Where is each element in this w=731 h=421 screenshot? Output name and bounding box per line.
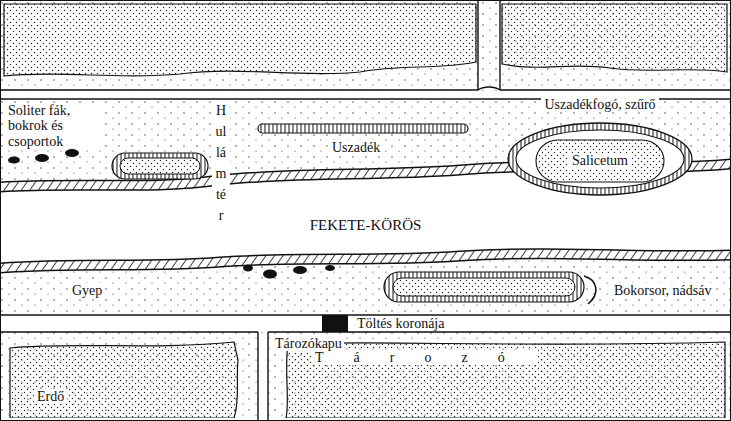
feature-label: Töltés koronája — [355, 316, 446, 331]
tree-note: Soliter fák, bokrok és csoportok — [6, 103, 102, 149]
zone-name: Hullámtér — [212, 100, 230, 226]
forest-area-outline — [8, 340, 244, 418]
filter-ring: Uszadékfogó, szűrőSalicetum — [500, 101, 700, 197]
solitary-trees — [8, 149, 335, 279]
feature-label: Tározókapu — [273, 336, 344, 351]
area-label: Erdő — [34, 389, 67, 404]
reservoir-area: Tározó — [282, 340, 727, 418]
area-label: Uszadékfogó, szűrő — [541, 97, 658, 112]
feature-label: Bokorsor, nádsáv — [612, 283, 713, 298]
feature-label: Gyep — [70, 283, 104, 298]
area-label: Tározó — [312, 350, 538, 365]
area-label: FEKETE-KÖRÖS — [307, 217, 425, 234]
feature-label: Uszadék — [330, 140, 382, 155]
river-band: FEKETE-KÖRÖS — [0, 200, 731, 250]
willow-island: Salicetum — [535, 139, 665, 183]
forest-area: Erdő — [8, 340, 244, 418]
gate-block — [322, 315, 348, 332]
area-label: Salicetum — [569, 153, 631, 168]
driftwood-bar — [258, 124, 468, 133]
